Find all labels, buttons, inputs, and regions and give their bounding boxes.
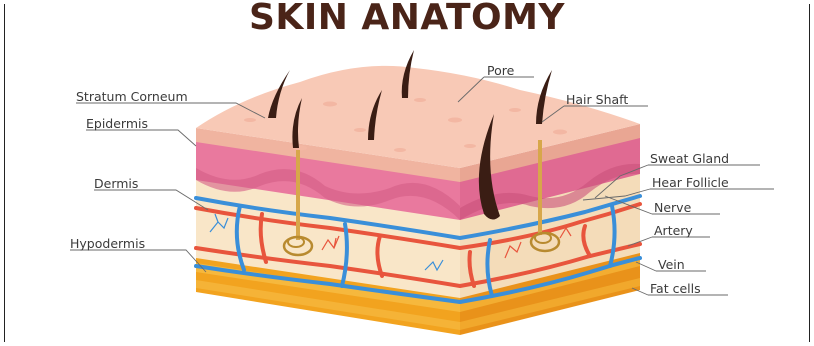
label-stratum-corneum: Stratum Corneum — [76, 89, 188, 104]
label-epidermis: Epidermis — [86, 116, 148, 131]
label-hair-follicle: Hear Follicle — [652, 175, 729, 190]
label-hair-shaft: Hair Shaft — [566, 92, 628, 107]
label-dermis: Dermis — [94, 176, 138, 191]
label-artery: Artery — [654, 223, 693, 238]
label-sweat-gland: Sweat Gland — [650, 151, 729, 166]
label-pore: Pore — [487, 63, 514, 78]
label-fat-cells: Fat cells — [650, 281, 701, 296]
label-nerve: Nerve — [654, 200, 691, 215]
label-hypodermis: Hypodermis — [70, 236, 145, 251]
label-vein: Vein — [658, 257, 685, 272]
